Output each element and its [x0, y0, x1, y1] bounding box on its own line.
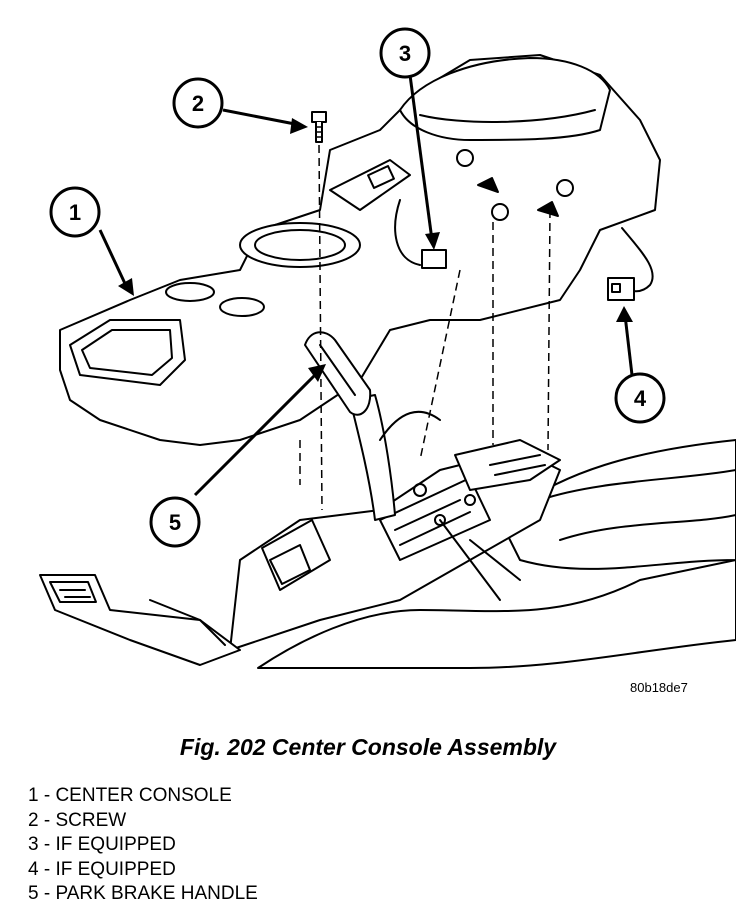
legend-list: 1 - CENTER CONSOLE 2 - SCREW 3 - IF EQUI… [28, 784, 258, 907]
svg-text:4: 4 [634, 386, 647, 411]
armrest-lid [399, 57, 611, 141]
svg-text:1: 1 [69, 200, 81, 225]
screw [311, 111, 327, 143]
floor-tunnel [257, 559, 736, 669]
legend-item: 4 - IF EQUIPPED [28, 858, 176, 880]
wire-harness-3 [394, 199, 421, 266]
svg-text:2: 2 [192, 91, 204, 116]
callout-3: 3 [379, 27, 431, 79]
center-console-body [59, 54, 661, 446]
legend-item: 2 - SCREW [28, 809, 127, 831]
console-exploded-illustration: 1 2 3 4 5 [39, 27, 736, 669]
floor-pan-right [499, 439, 736, 570]
callout-2: 2 [172, 77, 224, 129]
callout-4: 4 [614, 372, 666, 424]
svg-text:5: 5 [169, 510, 181, 535]
callout-1: 1 [49, 186, 101, 238]
bottom-bezel [39, 574, 241, 666]
legend-item: 1 - CENTER CONSOLE [28, 785, 232, 806]
svg-text:3: 3 [399, 41, 411, 66]
figure-caption: Fig. 202 Center Console Assembly [179, 734, 557, 760]
cupholder-front-right [219, 297, 265, 317]
callout-5: 5 [149, 496, 201, 548]
shifter-mechanism [229, 439, 561, 651]
park-brake-lever-lower [349, 394, 396, 521]
connector-3 [421, 249, 447, 269]
legend-item: 5 - PARK BRAKE HANDLE [28, 883, 258, 904]
legend-item: 3 - IF EQUIPPED [28, 834, 176, 855]
image-code: 80b18de7 [630, 680, 688, 695]
cupholder-front-left [165, 282, 215, 302]
